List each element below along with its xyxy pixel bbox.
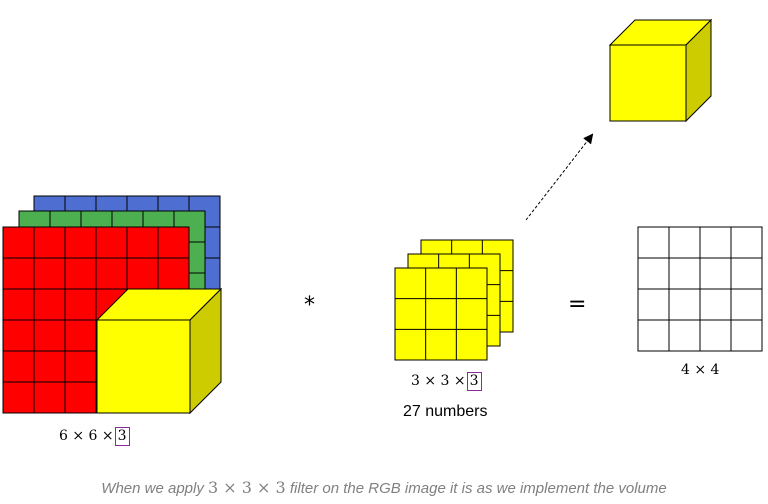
- result-cube: [608, 18, 713, 123]
- filter-dims-prefix: 3 × 3 ×: [411, 373, 466, 389]
- dashed-arrow: [525, 133, 594, 221]
- input-channels-box: 3: [114, 427, 130, 446]
- caption-math: 3 × 3 × 3: [208, 478, 286, 497]
- figure-caption: When we apply 3 × 3 × 3 filter on the RG…: [0, 478, 768, 497]
- caption-part2: filter on the RGB image it is as we impl…: [285, 480, 667, 497]
- filter-dimensions-label: 3 × 3 ×3: [411, 372, 482, 391]
- caption-part1: When we apply: [101, 480, 209, 497]
- output-grid: [637, 226, 763, 352]
- output-4x4-grid: [637, 226, 763, 352]
- convolution-operator: *: [304, 293, 315, 318]
- output-result-cube: [608, 18, 713, 123]
- output-result-cube-front-face: [609, 44, 687, 122]
- filter-cube-on-input: [95, 287, 223, 415]
- output-dimensions-label: 4 × 4: [681, 362, 720, 378]
- filter-channels-box: 3: [466, 372, 482, 391]
- input-volume: [2, 195, 223, 415]
- equals-sign: =: [568, 292, 587, 317]
- filter-count-label: 27 numbers: [403, 403, 488, 420]
- filter-grid-front: [394, 267, 488, 361]
- filter-cube-on-input-front-face: [96, 319, 191, 414]
- input-dimensions-label: 6 × 6 ×3: [59, 427, 130, 446]
- filter-stack: [394, 239, 514, 361]
- filter-grid-front-fill: [394, 267, 488, 361]
- input-dims-prefix: 6 × 6 ×: [59, 428, 114, 444]
